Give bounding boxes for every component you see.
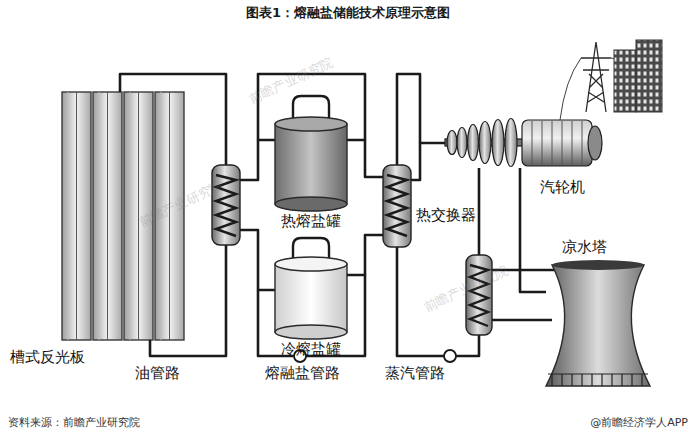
tank-bottom [275,197,347,211]
building-block [636,40,662,112]
heat-exchanger-symbol [383,165,411,247]
node-label: 槽式反光板 [10,348,85,366]
tank-top [275,257,347,271]
oil-pipe [120,74,226,165]
tank-bottom [275,325,347,339]
node-label: 冷熔盐罐 [281,340,341,358]
watermark: 前瞻产业研究院 [137,177,226,230]
cooling-tower: 凉水塔 [546,262,652,386]
cooling-tower-symbol [546,260,650,386]
pump-symbol [444,350,456,362]
node-label: 凉水塔 [562,238,607,256]
building-block [614,50,636,112]
cold-salt-tank: 冷熔盐罐 [275,255,347,337]
heat-exchanger-symbol [212,165,240,245]
tower-shell [546,265,650,386]
cold-tank-symbol [275,238,347,339]
node-label: 热交换器 [416,206,476,224]
generator-cap [588,126,602,160]
exchanger-shell [383,165,411,247]
node-label: 热熔盐罐 [281,212,341,230]
pipe-label: 蒸汽管路 [385,364,445,382]
pipe-label: 油管路 [135,364,180,382]
watermark: 前瞻产业研究院 [422,262,511,315]
steam-pipe [478,168,481,255]
source-note: 资料来源：前瞻产业研究院 [8,416,140,430]
turbine-disc [492,120,504,166]
steam-turbine: 汽轮机 [445,118,603,168]
tower-rim [552,260,644,270]
oil-pipe [150,245,226,356]
salt-pipe [240,230,275,290]
pipe-connector [411,143,445,180]
pipe-lines [120,74,556,356]
generator-ribs [532,121,582,165]
hot-tank-symbol [275,96,347,211]
hot-salt-tank: 热熔盐罐 [275,117,347,212]
exchanger-shell [212,165,240,245]
turbine-symbol [445,119,602,167]
tower-legs [548,374,648,386]
turbine-disc [479,122,491,164]
turbine-disc [447,131,457,155]
turbine-disc [457,128,467,158]
turbine-disc [505,119,517,167]
city-building [614,40,662,112]
salt-pipe [240,140,275,180]
tank-top [275,117,347,131]
node-label: 汽轮机 [540,178,585,196]
reflector-panel [93,92,122,340]
pipe-connector [347,235,383,275]
heat-exchanger: 热交换器 [383,165,411,247]
tank-body [275,124,347,204]
exchanger-coil [387,175,407,236]
pipe-label: 熔融盐管路 [265,364,340,382]
turbine-disc [468,125,479,161]
reflector-panel [62,92,91,340]
generator-body [522,120,592,166]
pylon-frame [581,42,611,112]
steam-pipe [397,74,420,165]
cooling-pipe [492,319,552,322]
watermark: 前瞻产业研究院 [247,54,336,107]
tank-body [275,264,347,332]
pipe-connector [347,140,383,177]
publisher-credit: @前瞻经济学人APP [590,416,688,430]
figure-title: 图表1：熔融盐储能技术原理示意图 [0,5,696,21]
